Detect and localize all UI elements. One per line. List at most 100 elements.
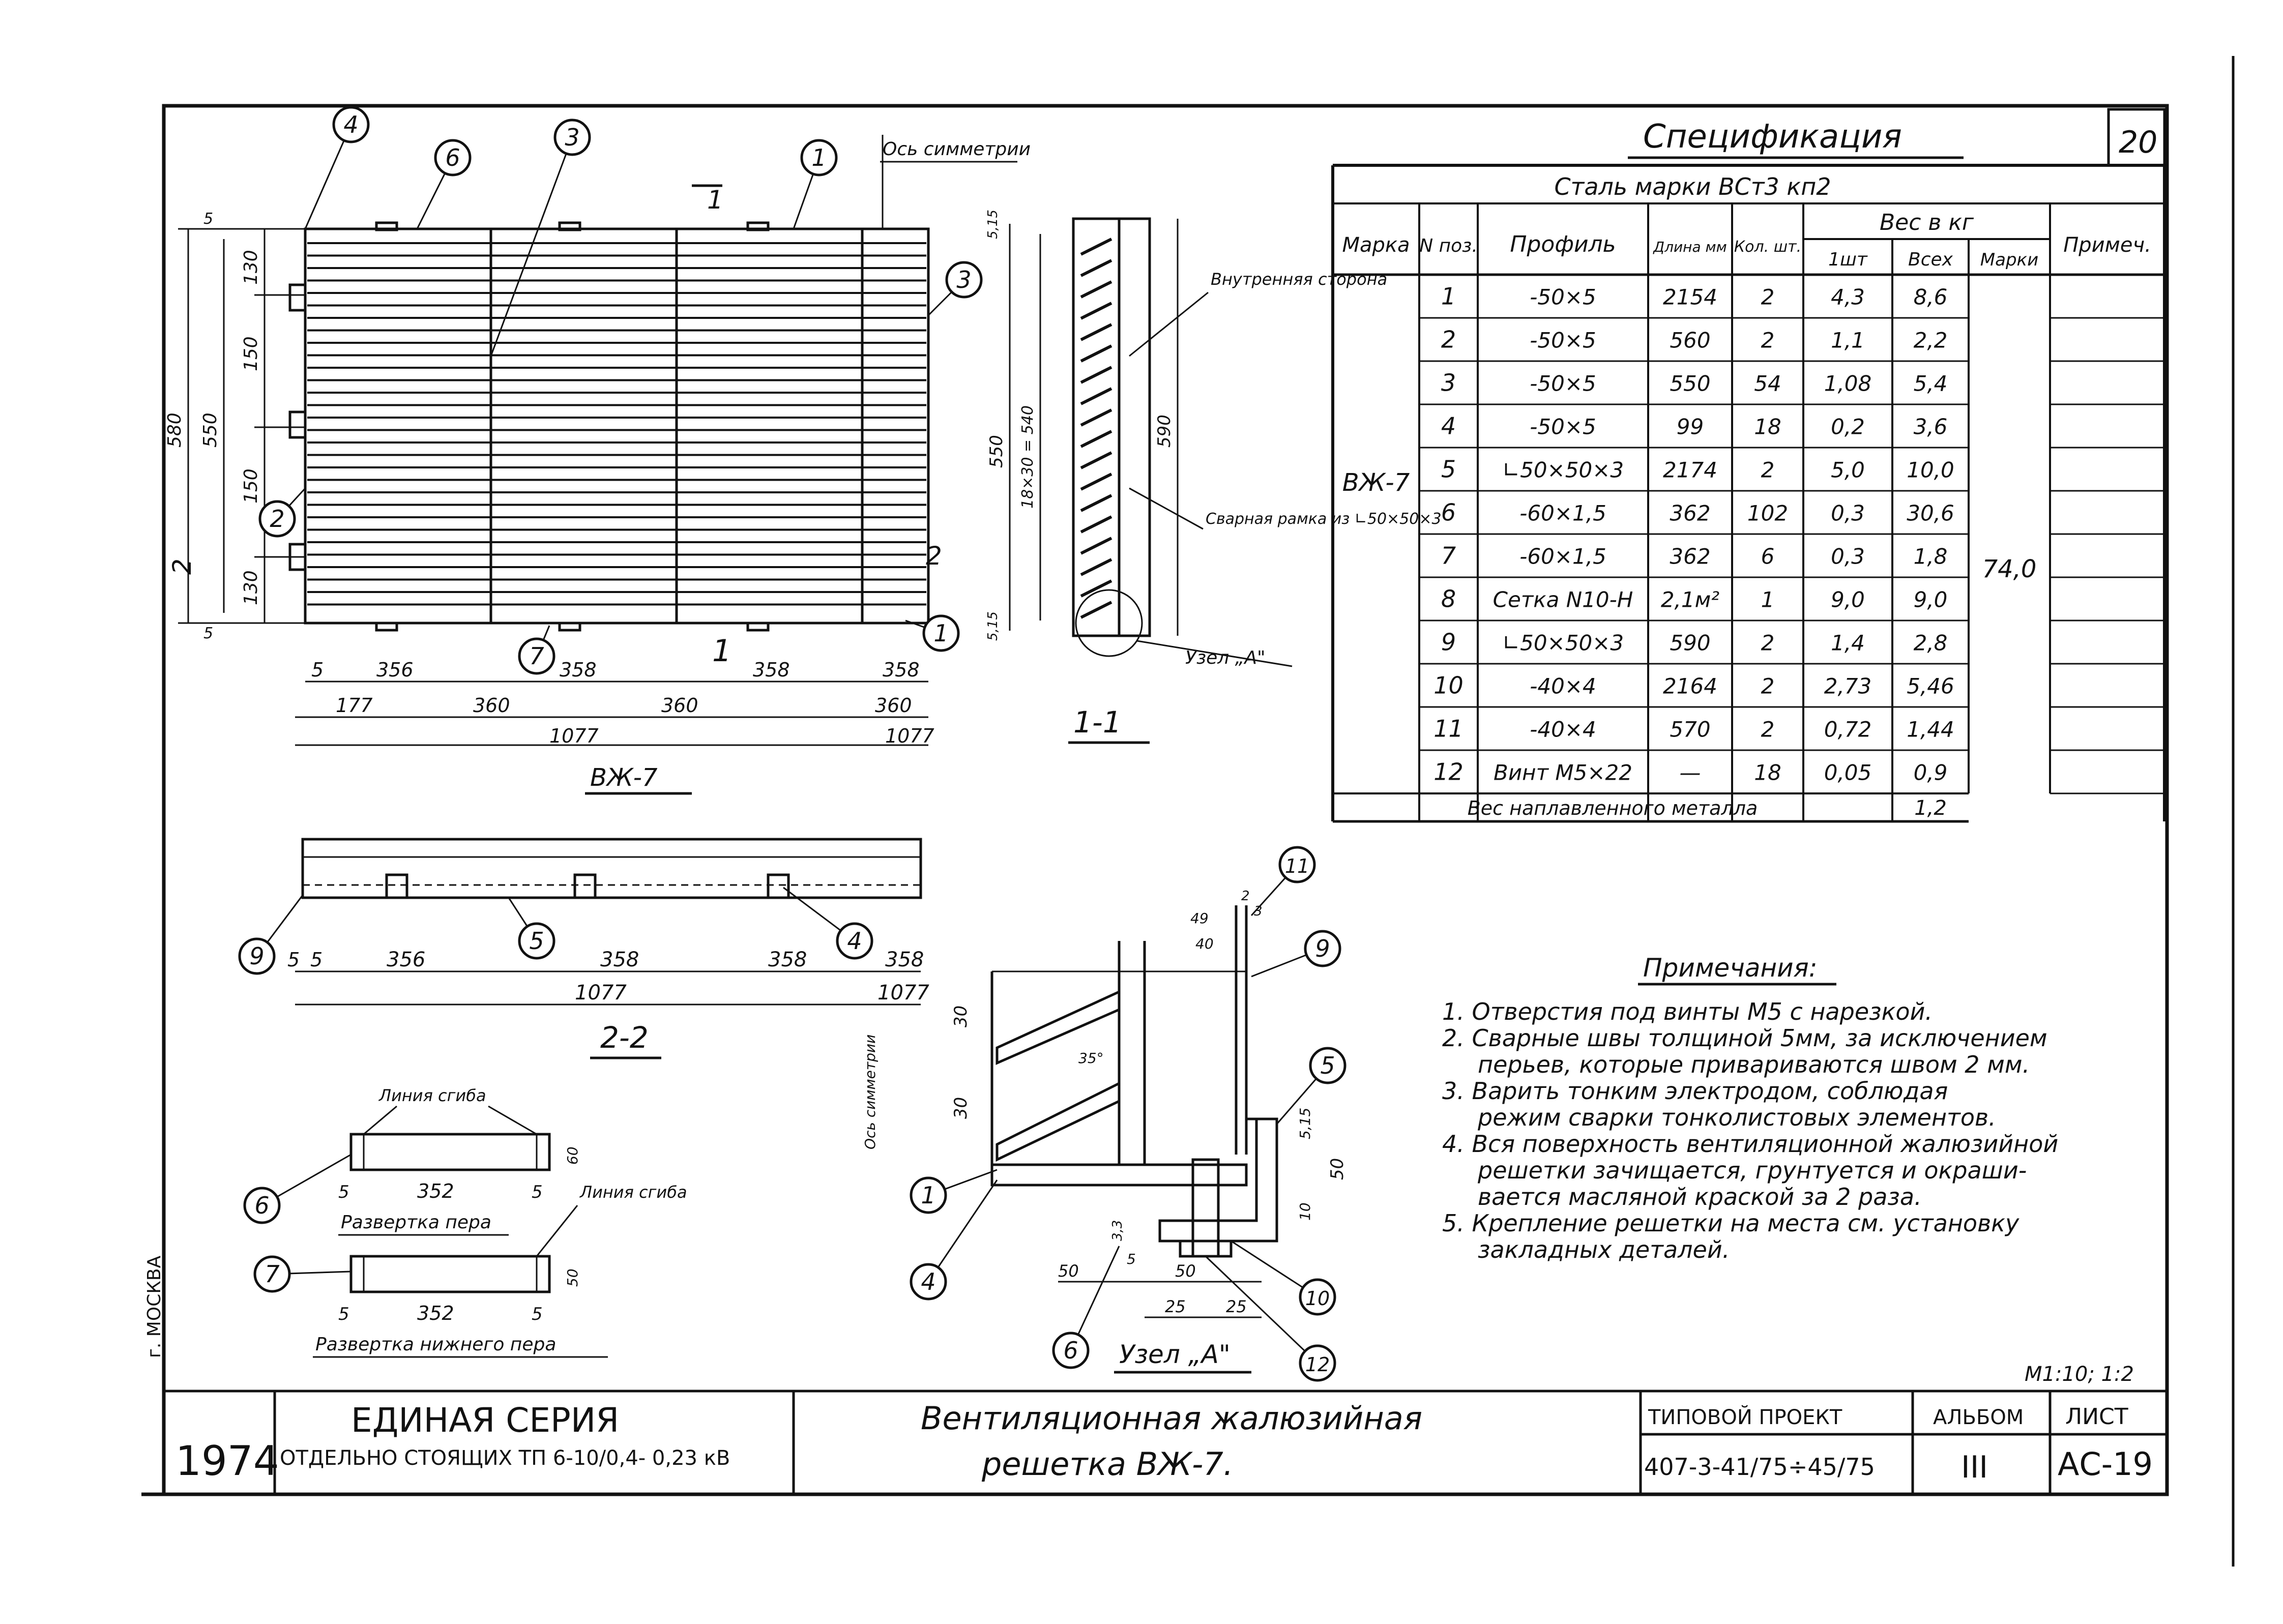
position-circle: [800, 139, 838, 176]
spec-title: Спецификация: [1643, 118, 1902, 156]
section-frame-outer: [1072, 217, 1151, 637]
section-slat: [1080, 366, 1113, 384]
spec-cell-length: 2,1м²: [1661, 587, 1719, 612]
spec-cell-length: 560: [1670, 328, 1710, 353]
spec-cell-profile: Сетка N10-Н: [1493, 587, 1633, 612]
note-line: 5. Крепление решетки на места см. устано…: [1442, 1209, 2019, 1237]
spec-cell-pos: 4: [1441, 412, 1456, 440]
view-label-vzh7: ВЖ-7: [590, 763, 658, 792]
spec-cell-profile: Винт М5×22: [1494, 760, 1632, 785]
blade7-dim-5a: 5: [338, 1304, 349, 1324]
section22-dim-358a: 358: [600, 948, 639, 971]
fold-line-label-1: Линия сгиба: [378, 1086, 486, 1105]
note-line: 4. Вся поверхность вентиляционной жалюзи…: [1442, 1130, 2058, 1158]
spec-total-mark: 74,0: [1982, 555, 2037, 583]
note-line: 1. Отверстия под винты М5 с нарезкой.: [1442, 998, 1933, 1025]
note-line: 3. Варить тонким электродом, соблюдая: [1442, 1077, 1948, 1105]
section22-dim-358c: 358: [885, 948, 924, 971]
spec-cell-w1: 1,08: [1824, 371, 1872, 396]
dim-150-a: 150: [241, 336, 261, 371]
section-label-2-2: 2-2: [600, 1020, 649, 1055]
node-nut: [1179, 1239, 1233, 1258]
spec-cell-wall: 30,6: [1907, 501, 1954, 526]
inner-side-leader: [1129, 291, 1209, 357]
spec-cell-wall: 1,44: [1907, 717, 1954, 742]
dim-150-b: 150: [241, 468, 261, 504]
position-number: 4: [921, 1268, 935, 1295]
callout-leader: [304, 124, 352, 229]
section-slat: [1080, 238, 1113, 256]
main-view: 580 550 130 150 150 130 5 5 5 356 358 35…: [164, 135, 1031, 795]
section-slat: [1080, 451, 1113, 469]
node-base-plate: [990, 1163, 1248, 1187]
position-circle: [1052, 1332, 1090, 1369]
position-number: 10: [1305, 1287, 1330, 1310]
section-slat: [1080, 344, 1113, 363]
blade6-height: 60: [564, 1146, 581, 1165]
position-circle: [243, 1187, 281, 1224]
position-circle: [1304, 930, 1341, 967]
dim-358-b: 358: [753, 659, 790, 681]
spec-cell-pos: 12: [1433, 758, 1464, 786]
node-dim-5: 5: [1127, 1251, 1136, 1267]
section22-dim-356: 356: [387, 948, 425, 971]
dim-515-top: 5,15: [985, 210, 1001, 239]
tb-series: ЕДИНАЯ СЕРИЯ: [351, 1401, 619, 1440]
node-dim-50-b: 50: [1175, 1261, 1196, 1281]
lug-bot-3: [746, 622, 770, 632]
node-dim-3: 3: [1254, 904, 1263, 919]
tb-series-sub: ОТДЕЛЬНО СТОЯЩИХ ТП 6-10/0,4- 0,23 кВ: [280, 1446, 730, 1470]
tb-year: 1974: [175, 1437, 279, 1485]
dim-1077-a: 1077: [549, 725, 599, 747]
dim-550-section: 550: [986, 435, 1007, 468]
position-number: 6: [254, 1192, 269, 1219]
spec-cell-profile: ∟50×50×3: [1502, 631, 1624, 656]
dim-130-top: 130: [241, 250, 261, 285]
section-mark-top: 1: [707, 185, 723, 215]
position-circle: [253, 1255, 291, 1293]
position-circle: [1299, 1278, 1336, 1316]
spec-cell-profile: -40×4: [1530, 717, 1596, 742]
axis-of-symmetry-label: Ось симметрии: [883, 139, 1031, 160]
section-slat: [1080, 430, 1113, 448]
spec-cell-qty: 2: [1761, 674, 1775, 699]
inner-side-label: Внутренняя сторона: [1211, 270, 1387, 289]
spec-cell-w1: 0,05: [1824, 760, 1872, 785]
position-circle: [922, 614, 960, 652]
tb-sheet-value: АС-19: [2058, 1445, 2153, 1483]
position-circle: [518, 637, 555, 675]
blade6-dim-352: 352: [417, 1180, 454, 1202]
spec-cell-pos: 9: [1441, 629, 1456, 656]
section22-lug-3: [767, 873, 790, 899]
spec-cell-wall: 10,0: [1907, 458, 1954, 483]
spec-cell-profile: -50×5: [1530, 371, 1596, 396]
spec-cell-w1: 2,73: [1824, 674, 1872, 699]
blade6-dim-5b: 5: [532, 1182, 543, 1202]
specification-table: Спецификация 20 Сталь марки ВСт3 кп2Марк…: [1331, 108, 2166, 823]
position-circle: [1278, 846, 1316, 883]
section22-dim-1077a: 1077: [575, 981, 627, 1005]
lug-bot-1: [375, 622, 398, 632]
tb-city: г. МОСКВА: [144, 1255, 165, 1358]
section22-dim-5a: 5: [287, 949, 300, 971]
spec-cell-w1: 4,3: [1831, 285, 1865, 310]
position-number: 1: [921, 1182, 935, 1209]
spec-cell-length: 550: [1670, 371, 1710, 396]
blade-unfolds: Линия сгиба 5 352 5 60 Развертка пера Ли…: [313, 1086, 687, 1358]
dim-515-bot: 5,15: [985, 611, 1001, 641]
spec-cell-profile: ∟50×50×3: [1502, 458, 1624, 483]
position-number: 3: [565, 124, 579, 151]
spec-header-note: Примеч.: [2063, 233, 2151, 257]
position-number: 6: [1063, 1337, 1078, 1364]
fold-line-leader-1b: [488, 1105, 537, 1135]
bottom-blade-unfold-label: Развертка нижнего пера: [315, 1334, 556, 1355]
position-number: 4: [847, 927, 862, 955]
spec-cell-w1: 0,3: [1831, 501, 1865, 526]
spec-cell-qty: 102: [1747, 501, 1788, 526]
section-slat: [1080, 579, 1113, 598]
spec-cell-length: 362: [1670, 501, 1710, 526]
dim-360-c: 360: [875, 694, 912, 717]
node-dim-2: 2: [1241, 889, 1250, 904]
dim-358-c: 358: [883, 659, 920, 681]
